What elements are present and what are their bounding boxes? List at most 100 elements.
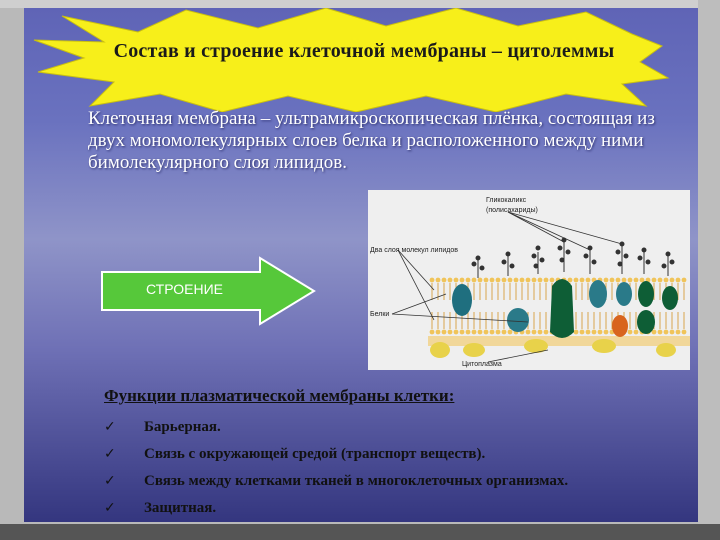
lipid-head (681, 329, 687, 335)
function-text: Связь с окружающей средой (транспорт вещ… (144, 446, 486, 462)
lipid-head (465, 329, 471, 335)
protein-green-2 (638, 281, 654, 307)
lipid-head (429, 277, 435, 283)
list-item: ✓ Связь между клетками тканей в многокле… (104, 473, 684, 500)
lipid-head (669, 277, 675, 283)
checkmark-icon: ✓ (104, 446, 116, 462)
lipid-head (591, 329, 597, 335)
lipid-head (525, 329, 531, 335)
lipid-head (477, 277, 483, 283)
lipid-head (465, 277, 471, 283)
checkmark-icon: ✓ (104, 473, 116, 489)
lipid-head (459, 277, 465, 283)
screen-edge-bottom (0, 524, 720, 540)
lipid-head (435, 329, 441, 335)
lipid-head (585, 277, 591, 283)
lipid-head (489, 329, 495, 335)
checkmark-icon: ✓ (104, 419, 116, 435)
lipid-head (603, 329, 609, 335)
membrane-proteins (430, 279, 678, 358)
lipid-tails-lower (428, 336, 690, 346)
lipid-head (471, 277, 477, 283)
protein-orange (612, 315, 628, 337)
lipid-head (477, 329, 483, 335)
lipid-head (495, 277, 501, 283)
lipid-head (441, 329, 447, 335)
lipid-head (447, 329, 453, 335)
lipid-head (537, 329, 543, 335)
lipid-head (471, 329, 477, 335)
lipid-head (453, 329, 459, 335)
protein-yellow-5 (656, 343, 676, 357)
functions-section: Функции плазматической мембраны клетки: … (104, 386, 684, 522)
lipid-head (627, 277, 633, 283)
protein-yellow-4 (592, 339, 616, 353)
lipid-head (549, 277, 555, 283)
screen-edge-right (698, 0, 720, 540)
function-text: Связь между клетками тканей в многоклето… (144, 473, 569, 489)
lipid-head (429, 329, 435, 335)
title-starburst (33, 8, 670, 112)
checkmark-icon: ✓ (104, 500, 116, 516)
membrane-diagram: Гликокаликс (полисахариды) Два слоя моле… (368, 190, 690, 370)
list-item: ✓ Защитная. (104, 500, 684, 522)
lipid-head (585, 329, 591, 335)
protein-green-large (550, 279, 574, 338)
protein-green-3 (637, 310, 655, 334)
lipid-head (651, 329, 657, 335)
lipid-head (597, 329, 603, 335)
label-proteins: Белки (370, 311, 389, 318)
lipid-head (663, 277, 669, 283)
lipid-head (501, 329, 507, 335)
lipid-head (525, 277, 531, 283)
list-item: ✓ Связь с окружающей средой (транспорт в… (104, 446, 684, 473)
function-text: Защитная. (144, 500, 217, 516)
lipid-head (633, 277, 639, 283)
lipid-head (483, 329, 489, 335)
lipid-head (627, 329, 633, 335)
label-cytoplasm: Цитоплазма (462, 361, 502, 368)
lipid-head (537, 277, 543, 283)
lipid-head (519, 277, 525, 283)
lipid-head (681, 277, 687, 283)
label-glycocalyx: Гликокаликс (486, 197, 527, 204)
list-item: ✓ Барьерная. (104, 419, 684, 446)
functions-heading: Функции плазматической мембраны клетки: (104, 386, 455, 405)
protein-green-4 (662, 286, 678, 310)
diagram-leader-lines (391, 211, 623, 363)
lipid-head (651, 277, 657, 283)
lipid-head (657, 329, 663, 335)
lipid-head (501, 277, 507, 283)
lipid-head (579, 329, 585, 335)
lipid-head (441, 277, 447, 283)
lipid-head (447, 277, 453, 283)
structure-arrow-label: СТРОЕНИЕ (146, 281, 223, 297)
lipid-head (489, 277, 495, 283)
lipid-head (495, 329, 501, 335)
screen-edge-top (0, 0, 720, 8)
protein-teal-small (507, 308, 529, 332)
lipid-head (507, 277, 513, 283)
glycocalyx-chains (471, 237, 675, 278)
lipid-head (573, 329, 579, 335)
lipid-head (507, 329, 513, 335)
lipid-head (603, 277, 609, 283)
lipid-head (675, 277, 681, 283)
lipid-head (459, 329, 465, 335)
lipid-head (435, 277, 441, 283)
label-lipid-layers: Два слоя молекул липидов (370, 247, 458, 254)
protein-yellow-3 (524, 339, 548, 353)
label-glycocalyx-sub: (полисахариды) (486, 207, 538, 214)
lipid-head (573, 277, 579, 283)
lipid-head (531, 277, 537, 283)
lipid-head (657, 277, 663, 283)
lipid-head (633, 329, 639, 335)
lipid-head (615, 277, 621, 283)
lipid-head (579, 277, 585, 283)
lipid-head (567, 277, 573, 283)
lipid-head (513, 277, 519, 283)
protein-teal-2 (589, 280, 607, 308)
lipid-head (663, 329, 669, 335)
protein-yellow-1 (430, 342, 450, 358)
lipid-head (531, 329, 537, 335)
